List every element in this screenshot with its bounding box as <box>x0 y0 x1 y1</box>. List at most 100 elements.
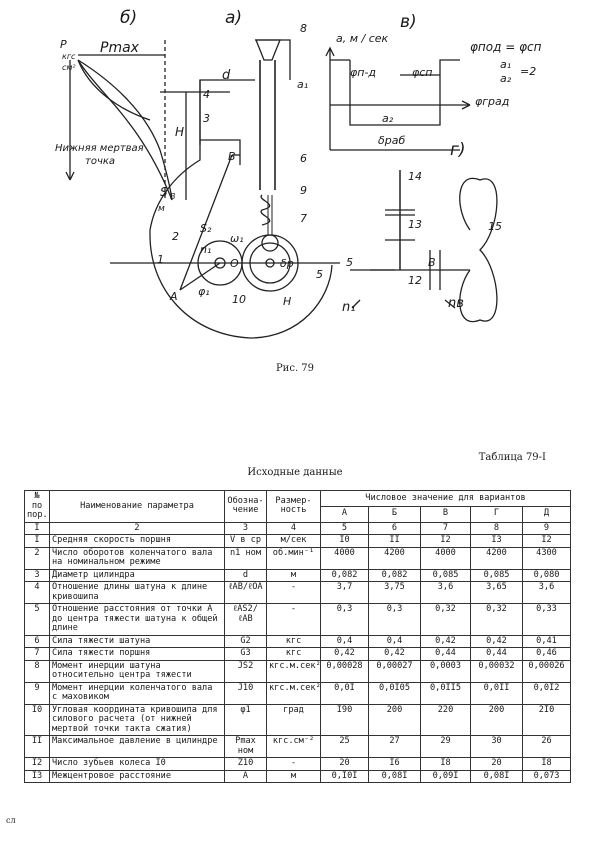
value-b: 0,082 <box>368 568 421 582</box>
value-d: 0,073 <box>522 769 571 783</box>
pressure-axis-label-p: P <box>60 38 67 51</box>
row-number: 8 <box>24 659 50 683</box>
param-unit: - <box>266 581 321 604</box>
label-10: 10 <box>232 293 246 306</box>
value-g: I3 <box>470 534 523 548</box>
crankcase-outline <box>149 234 333 339</box>
pressure-curve-lower <box>77 59 173 201</box>
formula-ratio-den: a₂ <box>500 72 512 85</box>
gear-label-14: 14 <box>408 170 422 183</box>
value-g: 0,00032 <box>470 659 523 683</box>
header-name: Наименование параметра <box>49 490 225 523</box>
row-number: 3 <box>24 568 50 582</box>
value-a: 25 <box>320 735 369 758</box>
label-b-joint: B <box>228 150 236 163</box>
value-v: 3,6 <box>420 581 471 604</box>
row-number: 4 <box>24 581 50 604</box>
param-symbol: Pmax ном <box>224 735 267 758</box>
accel-a2: a₂ <box>382 112 394 125</box>
value-d: 0,080 <box>522 568 571 582</box>
value-v: 29 <box>420 735 471 758</box>
param-unit: град <box>266 703 321 736</box>
param-name: Сила тяжести шатуна <box>49 634 225 648</box>
value-d: 0,46 <box>522 647 571 661</box>
value-d: 26 <box>522 735 571 758</box>
value-a: I0 <box>320 534 369 548</box>
label-6: 6 <box>300 152 307 165</box>
value-d: 0,41 <box>522 634 571 648</box>
value-b: 0,0I05 <box>368 681 421 705</box>
param-unit: м/сек <box>266 534 321 548</box>
h-label: H <box>175 125 185 139</box>
bdc-label-2: точка <box>85 156 116 167</box>
param-symbol: n1 ном <box>224 546 267 570</box>
label-s2: S₂ <box>200 222 212 235</box>
value-a: I90 <box>320 703 369 736</box>
value-g: 0,08I <box>470 769 523 783</box>
value-v: 0,085 <box>420 568 471 582</box>
param-name: Диаметр цилиндра <box>49 568 225 582</box>
value-g: 0,42 <box>470 634 523 648</box>
fan-label-15: 15 <box>488 220 502 233</box>
label-9: 9 <box>300 184 307 197</box>
label-a-joint: A <box>170 290 178 303</box>
label-4: 4 <box>203 88 210 101</box>
value-v: 220 <box>420 703 471 736</box>
value-a: 0,00028 <box>320 659 369 683</box>
value-g: 20 <box>470 757 523 771</box>
param-name: Момент инерции шатуна относительно центр… <box>49 659 225 683</box>
param-name: Отношение расстояния от точки А до центр… <box>49 603 225 636</box>
value-d: 0,0I2 <box>522 681 571 705</box>
figure-79 <box>65 39 498 339</box>
value-b: 200 <box>368 703 421 736</box>
row-number: 2 <box>24 546 50 570</box>
header-variant-b: Б <box>368 505 421 523</box>
value-a: 0,I0I <box>320 769 369 783</box>
connecting-rod <box>179 154 233 291</box>
panel-label-v: в) <box>400 12 417 32</box>
value-v: I8 <box>420 757 471 771</box>
param-unit: м <box>266 769 321 783</box>
bdc-label-1: Нижняя мертвая <box>55 143 144 154</box>
value-b: 0,42 <box>368 647 421 661</box>
param-unit: кгс.см⁻² <box>266 735 321 758</box>
value-d: 0,33 <box>522 603 571 636</box>
header-variant-g: Г <box>470 505 523 523</box>
gear-label-nv: nв <box>448 296 464 311</box>
param-name: Момент инерции коленчатого вала с махови… <box>49 681 225 705</box>
figure-caption: Рис. 79 <box>275 363 315 374</box>
value-v: 0,0003 <box>420 659 471 683</box>
gear-label-13: 13 <box>408 218 422 231</box>
param-name: Отношение длины шатуна к длине кривошипа <box>49 581 225 604</box>
value-v: 0,44 <box>420 647 471 661</box>
row-number: 9 <box>24 681 50 705</box>
value-d: 4300 <box>522 546 571 570</box>
formula-phase: φпод = φсп <box>470 40 542 54</box>
param-name: Межцентровое расстояние <box>49 769 225 783</box>
value-d: 0,00026 <box>522 659 571 683</box>
stroke-label-s: S <box>160 185 168 199</box>
header-variant-v: В <box>420 505 471 523</box>
index-row: I 2 3 4 5 6 7 8 9 <box>24 521 571 535</box>
value-v: 0,32 <box>420 603 471 636</box>
param-name: Сила тяжести поршня <box>49 647 225 661</box>
pmax-label: Pmax <box>100 40 139 56</box>
value-v: 0,0II5 <box>420 681 471 705</box>
value-v: 4000 <box>420 546 471 570</box>
value-v: I2 <box>420 534 471 548</box>
accel-graph <box>349 59 460 126</box>
value-b: 0,00027 <box>368 659 421 683</box>
label-1: 1 <box>157 253 164 266</box>
label-3: 3 <box>203 112 210 125</box>
param-symbol: Z10 <box>224 757 267 771</box>
value-v: 0,42 <box>420 634 471 648</box>
row-number: I3 <box>24 769 50 783</box>
param-symbol: JS2 <box>224 659 267 683</box>
param-name: Угловая координата кривошипа для силовог… <box>49 703 225 736</box>
